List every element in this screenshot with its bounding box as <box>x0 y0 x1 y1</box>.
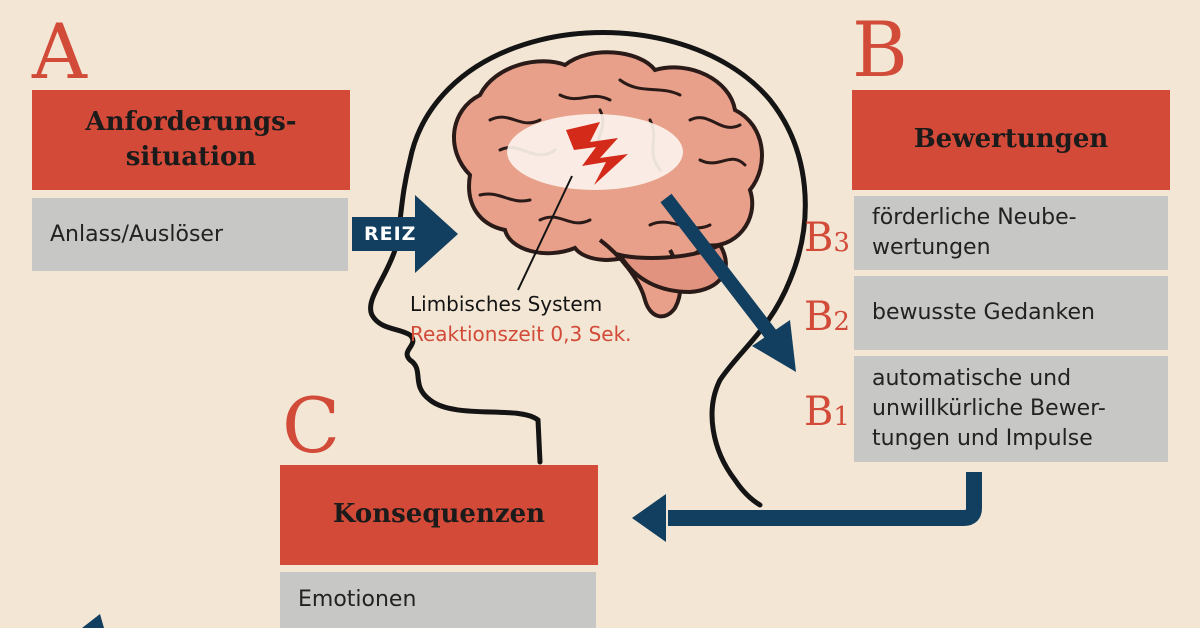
section-c-title: Konsequenzen <box>280 465 598 565</box>
b-to-c-arrow <box>632 472 982 542</box>
brain-to-b1-arrow <box>660 193 796 372</box>
reiz-arrow <box>352 195 458 273</box>
brain-illustration <box>452 50 764 319</box>
section-c-detail: Emotionen <box>280 572 596 628</box>
section-a-title: Anforderungs- situation <box>32 90 350 190</box>
reaction-time-label: Reaktionszeit 0,3 Sek. <box>410 322 632 346</box>
reiz-label: REIZ <box>364 223 417 245</box>
b3-text: förderliche Neube- wertungen <box>854 196 1168 270</box>
section-c-letter: C <box>282 381 341 470</box>
b2-text: bewusste Gedanken <box>854 276 1168 350</box>
b2-label: B2 <box>804 294 850 340</box>
section-a-detail: Anlass/Auslöser <box>32 198 348 271</box>
limbic-system-label: Limbisches System <box>410 292 603 316</box>
section-a-letter: A <box>32 7 87 96</box>
head-outline <box>368 30 808 508</box>
section-b-letter: B <box>852 5 908 94</box>
section-b-title: Bewertungen <box>852 90 1170 190</box>
b1-label: B1 <box>804 389 850 435</box>
loop-arrow-partial <box>82 614 104 628</box>
b1-text: automatische und unwillkürliche Bewer- t… <box>854 356 1168 462</box>
b3-label: B3 <box>804 215 850 261</box>
